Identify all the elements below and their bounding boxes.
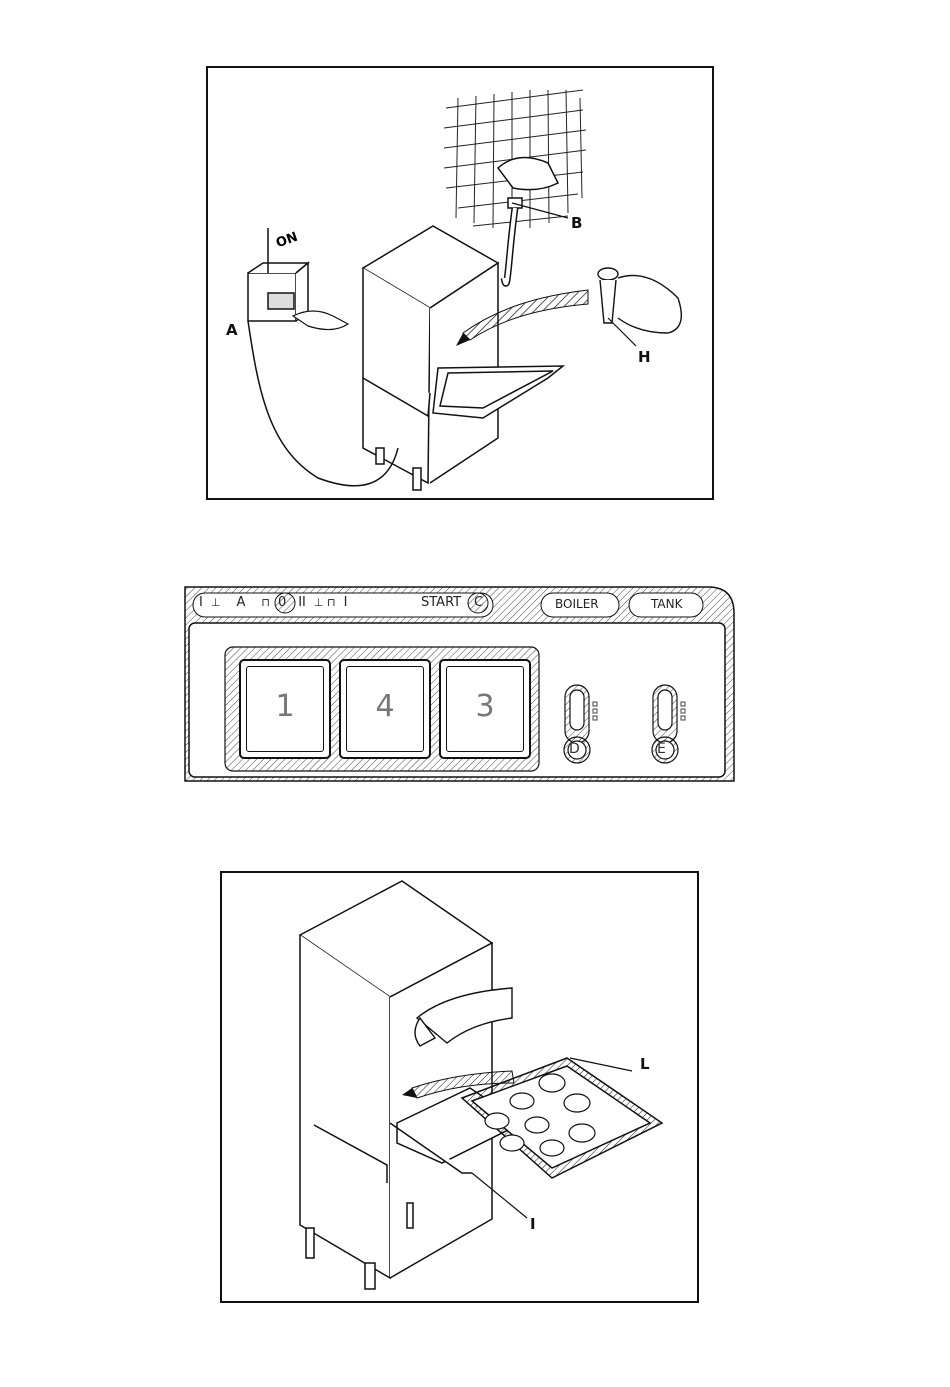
label-L: L xyxy=(640,1055,650,1073)
thermometer-e-label: E xyxy=(657,741,666,757)
boiler-label: BOILER xyxy=(555,597,599,611)
detergent-hand xyxy=(598,268,681,333)
program-button-1[interactable]: 1 xyxy=(239,659,331,759)
mode-1-label: I xyxy=(199,595,203,610)
installation-drawing xyxy=(208,68,716,502)
mode-0-icon: ⊓ xyxy=(261,596,270,609)
indicator-c: C xyxy=(474,595,483,610)
figure-loading: L I xyxy=(220,871,699,1303)
dishwasher-front xyxy=(300,881,522,1289)
program-button-3-label: 3 xyxy=(441,689,529,724)
indicator-a: A xyxy=(236,595,245,610)
figure-installation: A B H ON xyxy=(206,66,714,500)
program-button-1-label: 1 xyxy=(241,689,329,724)
label-A: A xyxy=(226,321,238,339)
start-label[interactable]: START xyxy=(421,595,461,610)
label-H: H xyxy=(638,348,651,366)
label-B: B xyxy=(571,214,582,232)
indicator-0: 0 xyxy=(278,595,286,610)
program-button-3[interactable]: 3 xyxy=(439,659,531,759)
control-panel: I ⊥ A ⊓ 0 II ⊥ ⊓ I START C BOILER TANK 1… xyxy=(183,585,736,783)
mode-1-icon: ⊥ xyxy=(211,596,221,609)
program-button-4-label: 4 xyxy=(341,689,429,724)
thermometer-d-label: D xyxy=(569,741,580,757)
dishwasher xyxy=(363,226,563,490)
program-button-4[interactable]: 4 xyxy=(339,659,431,759)
loading-drawing xyxy=(222,873,701,1305)
tank-label: TANK xyxy=(651,597,682,611)
mode-2-suffix: I xyxy=(344,595,348,610)
mode-2-label: II xyxy=(298,595,306,610)
program-buttons: 1 4 3 xyxy=(239,659,531,759)
label-I: I xyxy=(530,1215,536,1233)
mode-2-icon: ⊥ ⊓ xyxy=(314,596,336,609)
hand-on-switch xyxy=(293,311,348,330)
